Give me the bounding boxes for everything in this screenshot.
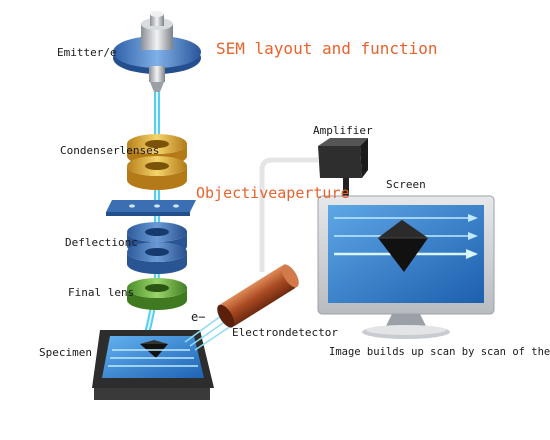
emitter-label: Emitter/e [57, 46, 117, 59]
objective-aperture-label: Objectiveaperture [196, 184, 350, 202]
condenser-lens-icon [127, 134, 187, 190]
detector-cable [259, 157, 318, 272]
condenser-label: Condenserlenses [60, 144, 160, 157]
specimen-stage [92, 330, 214, 400]
final-lens-label: Final lens [68, 286, 135, 299]
page-title: SEM layout and function [216, 39, 438, 58]
deflection-label: Deflectionc [65, 236, 138, 249]
caption: Image builds up scan by scan of the b [329, 346, 550, 358]
amplifier-icon [318, 138, 368, 196]
amplifier-label: Amplifier [313, 124, 373, 137]
final-lens-icon [127, 278, 187, 310]
specimen-label: Specimen [39, 346, 92, 359]
emitter-icon [113, 11, 201, 92]
electron-symbol: e− [191, 310, 206, 324]
screen-label: Screen [386, 178, 426, 191]
electron-detector-label: Electrondetector [232, 326, 338, 339]
deflection-coil-icon [127, 222, 187, 274]
monitor-icon [317, 195, 495, 339]
objective-aperture-icon [106, 200, 196, 216]
electron-detector-icon [217, 264, 299, 328]
